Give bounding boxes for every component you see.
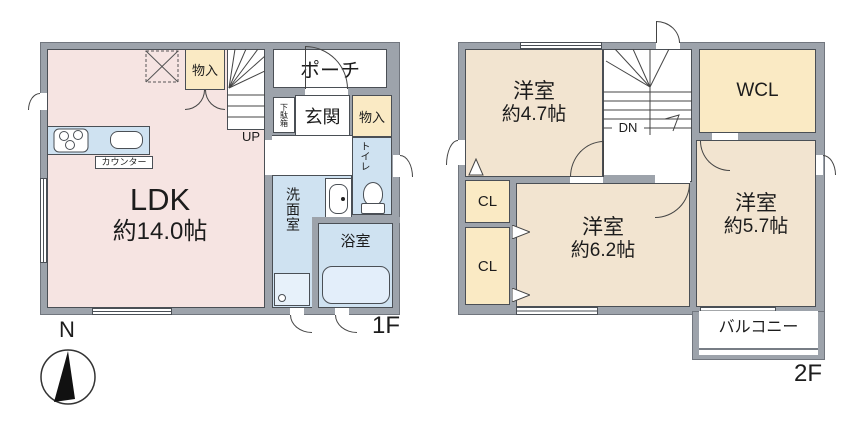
wall-hall-bottom: [603, 175, 655, 183]
refrigerator-space-icon: [145, 50, 179, 83]
storage-entry: 物入: [352, 95, 392, 137]
bedroom-57-right-opening: [816, 155, 823, 175]
stairs-2f-treads: [603, 49, 692, 135]
bedroom-47-left-opening: [458, 140, 465, 165]
compass-n-label: N: [59, 317, 75, 343]
wcl-door-opening: [712, 133, 738, 140]
room-bedroom-62-label: 洋室 約6.2帖: [570, 216, 636, 262]
balcony-rail-line: [699, 348, 818, 350]
vanity-drain-dot: [341, 197, 345, 201]
room-bathroom-label: 浴室: [340, 233, 371, 251]
room-washroom-label: 洗面室: [285, 187, 301, 232]
compass-icon: [40, 349, 96, 405]
vanity-cabinet: [325, 178, 352, 223]
bedroom-47-door-opening: [570, 177, 603, 183]
room-toilet-label: トイレ: [358, 141, 369, 171]
stairs-1f-treads: [227, 49, 265, 118]
floor-label-1f: 1F: [371, 312, 400, 340]
shoe-cabinet: 下駄箱: [273, 97, 295, 133]
vanity-sink-icon: [329, 184, 348, 214]
stair-top-door-arc: [656, 21, 680, 43]
closet-upper: CL: [465, 180, 510, 223]
room-bedroom-57-label: 洋室 約5.7帖: [723, 192, 789, 238]
stove-icon: [53, 128, 89, 153]
ldk-left-door-opening: [40, 93, 47, 110]
washer-drain-icon: [278, 294, 286, 302]
bathroom-door-opening: [335, 308, 349, 315]
room-bedroom-47-label: 洋室 約4.7帖: [501, 80, 567, 126]
closet-door-mark-bottom: [512, 288, 530, 302]
storage-stairs: 物入: [185, 49, 225, 90]
kitchen-sink-icon: [110, 131, 143, 149]
window-ldk-bottom: [92, 308, 172, 315]
washroom-door-opening: [290, 308, 304, 315]
room-ldk-label: LDK 約14.0帖: [112, 182, 208, 246]
ldk-left-door-arc: [28, 93, 40, 110]
balcony-rail-gap: [699, 350, 818, 355]
bedroom-57-right-arc: [823, 155, 836, 175]
window-ldk-left: [40, 178, 47, 263]
bedroom-47-corner-mark: [468, 158, 484, 176]
wall-bath-top: [318, 217, 400, 223]
bathtub-icon: [322, 266, 390, 304]
hall-1f: [272, 135, 352, 175]
floor-label-2f: 2F: [793, 360, 822, 388]
stairs-1f-label: UP: [241, 128, 261, 144]
counter-label-box: カウンター: [95, 156, 153, 169]
balcony-floor: [699, 311, 818, 348]
washroom-door-arc: [290, 315, 312, 333]
stairs-2f-label: DN: [612, 120, 644, 136]
closet-lower: CL: [465, 227, 510, 305]
toilet-right-arc: [400, 155, 413, 177]
stair-top-door-opening: [656, 42, 680, 49]
ldk-hall-opening: [265, 140, 272, 175]
bedroom-47-left-arc: [446, 140, 458, 165]
wall-wash-bath: [312, 217, 318, 308]
toilet-right-opening: [393, 155, 400, 177]
window-bedroom-62: [516, 307, 598, 315]
entrance-door-opening: [305, 88, 348, 95]
room-wcl: WCL: [699, 49, 816, 133]
closet-door-mark-top: [512, 225, 530, 239]
toilet-tank-icon: [361, 203, 385, 214]
room-genkan: 玄関: [295, 95, 350, 137]
bathroom-door-arc: [335, 315, 357, 333]
bedroom-62-door-opening: [655, 177, 690, 183]
window-2f-top: [520, 42, 602, 49]
balcony-label: バルコニー: [718, 318, 799, 336]
